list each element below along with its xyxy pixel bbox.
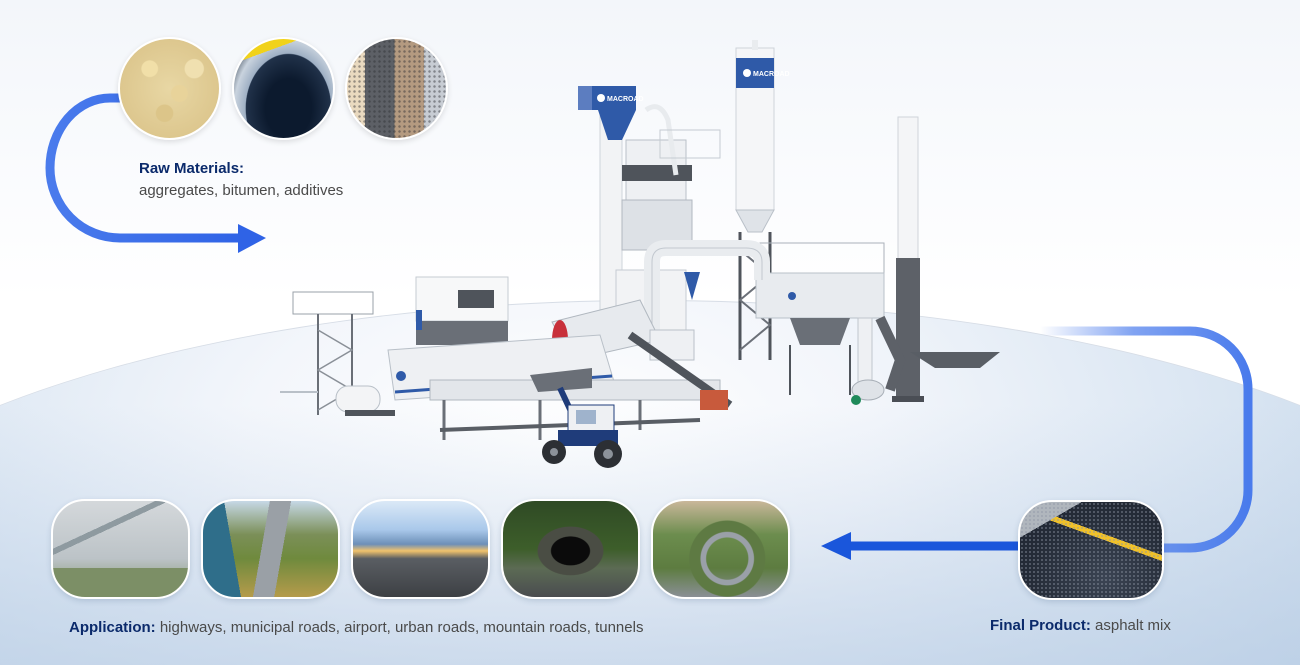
application-caption: Application: highways, municipal roads, … xyxy=(69,619,643,636)
product-to-application-arrow-icon xyxy=(821,532,1020,560)
raw-materials-description: aggregates, bitumen, additives xyxy=(139,182,344,199)
application-title: Application: xyxy=(69,619,156,636)
raw-materials-title: Raw Materials: xyxy=(139,160,245,177)
application-tunnel-image xyxy=(501,499,640,599)
application-interchange-image xyxy=(651,499,790,599)
application-urban-road-image xyxy=(351,499,490,599)
final-product-description: asphalt mix xyxy=(1095,617,1171,634)
final-product-title: Final Product: xyxy=(990,617,1091,634)
bitumen-image xyxy=(232,37,335,140)
application-airport-image xyxy=(51,499,190,599)
final-product-image xyxy=(1018,500,1164,600)
plant-to-product-arrow-icon xyxy=(1040,326,1253,553)
application-highway-image xyxy=(201,499,340,599)
aggregates-image xyxy=(345,37,448,140)
additives-image xyxy=(118,37,221,140)
raw-to-plant-arrow-icon xyxy=(45,93,266,253)
application-description: highways, municipal roads, airport, urba… xyxy=(159,619,644,636)
final-product-caption: Final Product: asphalt mix xyxy=(990,617,1171,634)
